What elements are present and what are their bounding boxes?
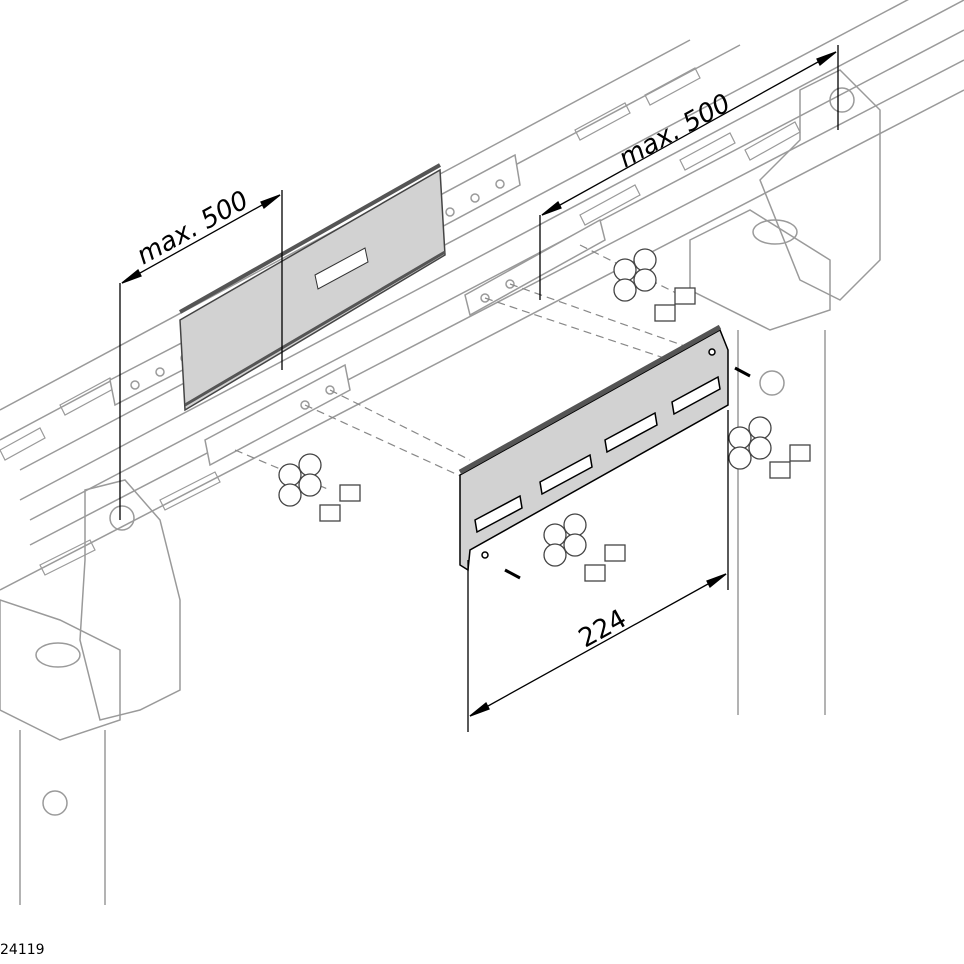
dimension-lines (119, 45, 839, 732)
bolt-set-right (728, 416, 811, 479)
new-plate (458, 324, 729, 572)
dimension-label-left: max. 500 (132, 185, 254, 271)
dimension-label-bottom: 224 (574, 604, 632, 654)
bolt-set-left (278, 453, 361, 522)
fasteners (278, 248, 811, 582)
bolt-set-top (613, 248, 696, 322)
bolt-set-center (543, 513, 626, 582)
left-post (0, 479, 181, 905)
figure-number: 24119 (0, 942, 45, 958)
right-post (689, 69, 881, 715)
mounted-profile (179, 163, 446, 412)
